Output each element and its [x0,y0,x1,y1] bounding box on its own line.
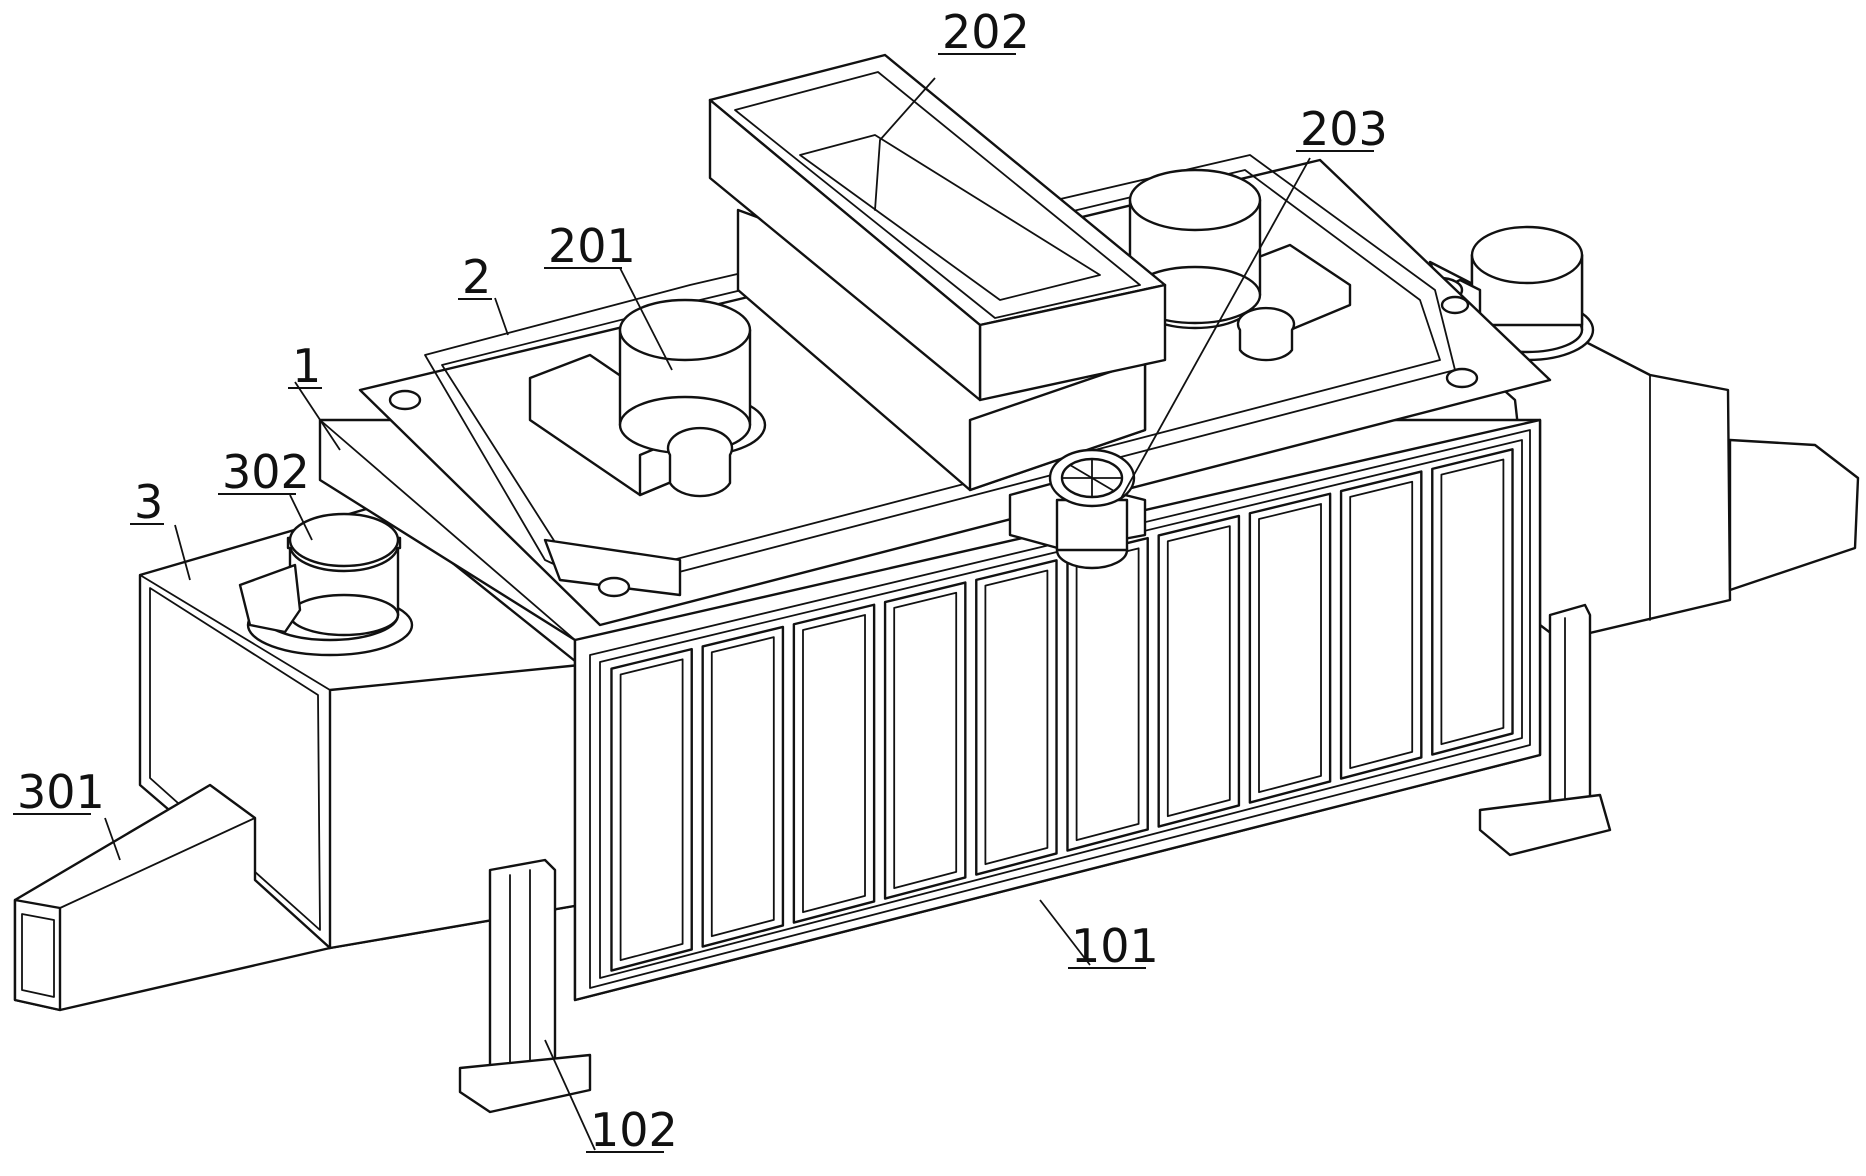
door-panel [883,581,967,900]
mixer-motor-201 [528,298,767,498]
door-panel-inset [710,636,775,938]
door-panel [1339,470,1423,780]
leader-lines [104,77,1311,1151]
door-panel [792,603,876,924]
door-panel [1431,448,1514,756]
door-panel-inset [619,658,684,962]
label-301: 301 [17,765,105,819]
door-panel [1066,536,1149,852]
door-panel [1248,492,1332,804]
labels: 1 2 3 101 102 201 202 203 301 302 [13,5,1388,1157]
label-102: 102 [590,1103,678,1157]
door-panel-inset [1349,480,1414,770]
left-nozzle [13,783,332,1012]
left-motor [238,512,414,657]
label-2: 2 [462,250,491,304]
door-panel-inset [893,591,958,890]
label-203: 203 [1300,102,1388,156]
door-panel [701,625,785,948]
label-302: 302 [222,445,310,499]
label-201: 201 [548,219,636,273]
door-panel-inset [984,569,1049,866]
label-1: 1 [292,339,321,393]
door-panel-inset [802,614,866,914]
mixer-motor-right [1128,168,1352,362]
door-panel-inset [1440,458,1505,746]
label-202: 202 [942,5,1030,59]
hopper [708,53,1167,492]
door-panel [610,647,693,972]
valve [1008,448,1147,570]
door-panel-inset [1166,525,1231,818]
door-panel [975,559,1058,876]
legs [458,603,1612,1114]
door-panel-inset [1258,503,1322,794]
door-panels [610,448,1514,972]
label-3: 3 [134,475,163,529]
door-panel [1157,514,1241,828]
label-101: 101 [1071,919,1159,973]
